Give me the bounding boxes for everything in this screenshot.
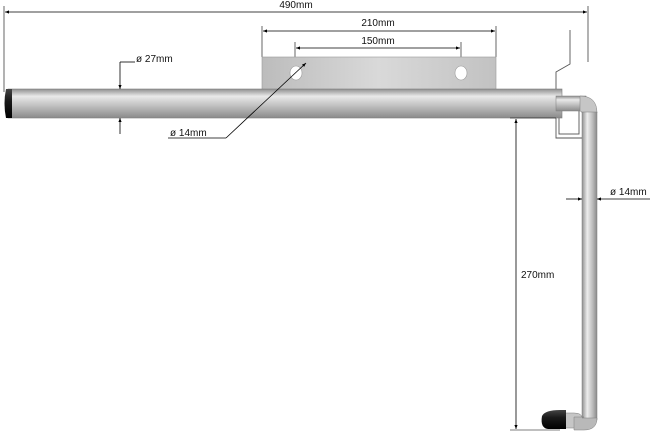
dimension-main-tube-diameter: ø 27mm	[118, 54, 173, 134]
dimension-handle-rod-diameter: ø 14mm	[566, 187, 650, 201]
crank-handle	[541, 95, 598, 431]
dimension-bracket-width: 210mm	[261, 18, 497, 57]
tube-end-cap	[4, 89, 12, 118]
dimension-handle-length: 270mm	[510, 117, 560, 431]
main-tube-diameter-label: ø 27mm	[136, 54, 173, 65]
handle-rod	[581, 111, 598, 421]
end-bracket	[555, 30, 586, 139]
dimension-overall-length: 490mm	[3, 0, 589, 92]
hole-spacing-label: 150mm	[361, 36, 394, 47]
handle-grip	[541, 410, 566, 429]
overall-length-label: 490mm	[279, 0, 312, 11]
hole-diameter-label: ø 14mm	[170, 128, 207, 139]
main-tube	[4, 88, 563, 119]
dimension-hole-diameter: ø 14mm	[168, 62, 307, 139]
handle-rod-diameter-label: ø 14mm	[610, 187, 647, 198]
handle-length-label: 270mm	[521, 270, 554, 281]
mounting-hole-right	[454, 65, 468, 81]
bracket-width-label: 210mm	[361, 18, 394, 29]
wall-bracket-plate	[261, 56, 497, 91]
